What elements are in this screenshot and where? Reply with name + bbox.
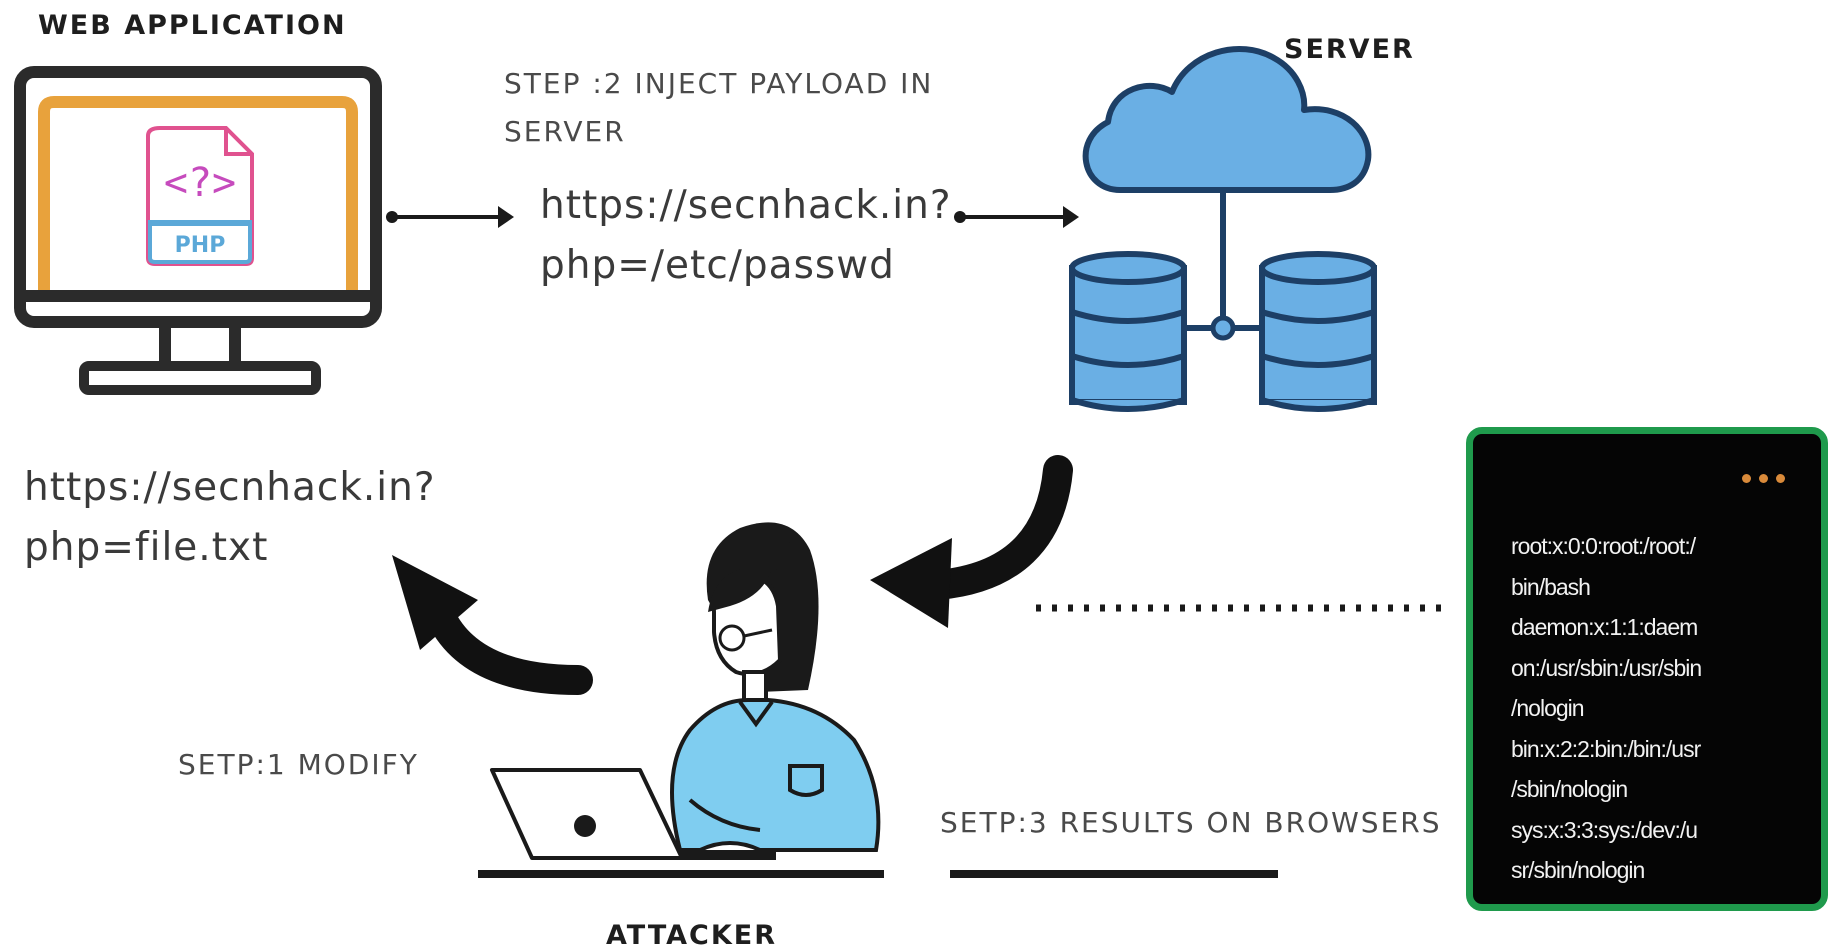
modified-url: https://secnhack.in? php=file.txt <box>24 458 436 578</box>
terminal-line: /sbin/nologin <box>1511 776 1628 802</box>
server-label: SERVER <box>1284 34 1415 65</box>
step2-line-1: STEP :2 INJECT PAYLOAD IN <box>504 67 934 100</box>
laptop-icon <box>490 768 776 860</box>
attacker-illustration <box>670 522 881 852</box>
network-connector <box>1180 190 1266 341</box>
terminal-line: daemon:x:1:1:daem <box>1511 614 1698 640</box>
php-code-glyph: <?> <box>164 160 236 206</box>
curved-arrow-attacker-to-url <box>392 555 593 695</box>
terminal-menu-dots-icon <box>1742 474 1785 483</box>
modified-url-line-1: https://secnhack.in? <box>24 465 436 510</box>
step1-label: SETP:1 MODIFY <box>178 748 419 781</box>
terminal-line: sr/sbin/nologin <box>1511 857 1645 883</box>
step2-label: STEP :2 INJECT PAYLOAD IN SERVER <box>504 60 933 156</box>
cloud-icon <box>1082 46 1372 193</box>
curved-arrow-server-to-attacker <box>870 455 1073 628</box>
terminal-line: root:x:0:0:root:/root:/ <box>1511 533 1696 559</box>
web-application-label: WEB APPLICATION <box>38 10 347 41</box>
terminal-line: bin/bash <box>1511 573 1591 600</box>
terminal-window: root:x:0:0:root:/root:/ bin/bash daemon:… <box>1466 427 1828 911</box>
payload-url-line-2: php=/etc/passwd <box>540 243 895 288</box>
modified-url-line-2: php=file.txt <box>24 525 269 570</box>
database-left-icon <box>1069 251 1187 412</box>
arrow-monitor-to-url <box>386 206 514 228</box>
terminal-line: sys:x:3:3:sys:/dev:/u <box>1511 816 1698 843</box>
php-file-icon: <?> PHP <box>146 126 254 266</box>
step2-line-2: SERVER <box>504 115 626 148</box>
database-right-icon <box>1259 251 1377 412</box>
terminal-line: bin:x:2:2:bin:/bin:/usr <box>1511 735 1701 762</box>
arrow-url-to-server <box>954 206 1079 228</box>
step3-label: SETP:3 RESULTS ON BROWSERS <box>940 806 1442 839</box>
php-caption: PHP <box>175 233 226 258</box>
terminal-output: root:x:0:0:root:/root:/ bin/bash daemon:… <box>1511 526 1811 891</box>
payload-url-line-1: https://secnhack.in? <box>540 183 952 228</box>
payload-url: https://secnhack.in? php=/etc/passwd <box>540 176 952 296</box>
terminal-line: on:/usr/sbin:/usr/sbin <box>1511 654 1702 681</box>
attacker-label: ATTACKER <box>606 920 778 950</box>
terminal-line: /nologin <box>1511 695 1585 721</box>
